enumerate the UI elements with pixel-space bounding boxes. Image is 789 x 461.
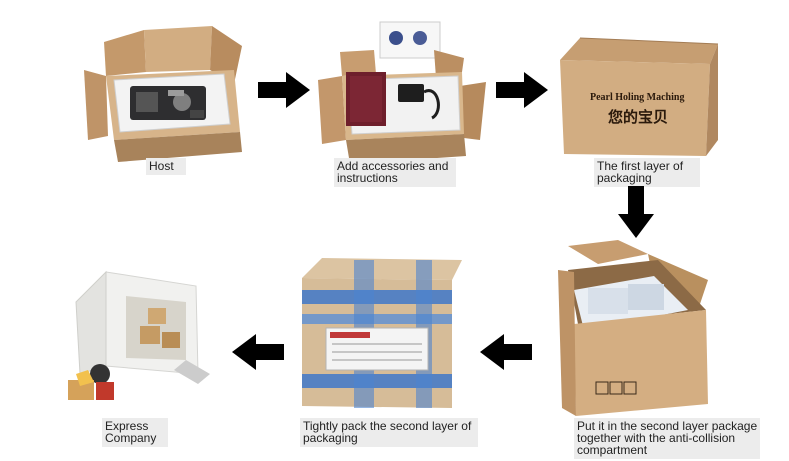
caption-line: Express: [105, 419, 149, 433]
express-truck-illustration: [68, 270, 210, 400]
caption-line: instructions: [337, 171, 398, 185]
caption-line: Tightly pack the second layer of: [303, 419, 472, 433]
caption-line: packaging: [597, 171, 652, 185]
caption-line: Put it in the second layer package: [577, 419, 758, 433]
accessories-box-illustration: [318, 21, 486, 164]
taped-package-illustration: [302, 258, 462, 408]
caption-line: Company: [105, 431, 157, 445]
caption-line: compartment: [577, 443, 648, 457]
left-arrow-icon: [232, 334, 284, 370]
caption-tightly-pack: Tightly pack the second layer of packagi…: [300, 418, 478, 447]
caption-line: Add accessories and: [337, 159, 449, 173]
second-layer-box-illustration: [558, 240, 708, 416]
caption-add-accessories: Add accessories and instructions: [334, 158, 456, 187]
first-layer-box-illustration: Pearl Holing Maching 您的宝贝: [560, 37, 719, 156]
right-arrow-icon: [258, 72, 310, 108]
caption-first-layer: The first layer of packaging: [594, 158, 700, 187]
left-arrow-icon: [480, 334, 532, 370]
caption-line: together with the anti-collision: [577, 431, 736, 445]
caption-line: The first layer of: [597, 159, 684, 173]
box-print-brand: Pearl Holing Maching: [590, 92, 684, 103]
caption-line: packaging: [303, 431, 358, 445]
caption-express-company: Express Company: [102, 418, 168, 447]
caption-line: Host: [149, 159, 174, 173]
caption-host: Host: [146, 158, 186, 175]
host-box-illustration: [84, 26, 242, 162]
caption-second-layer: Put it in the second layer package toget…: [574, 418, 760, 459]
down-arrow-icon: [618, 186, 654, 238]
right-arrow-icon: [496, 72, 548, 108]
box-print-chinese: 您的宝贝: [607, 108, 668, 126]
